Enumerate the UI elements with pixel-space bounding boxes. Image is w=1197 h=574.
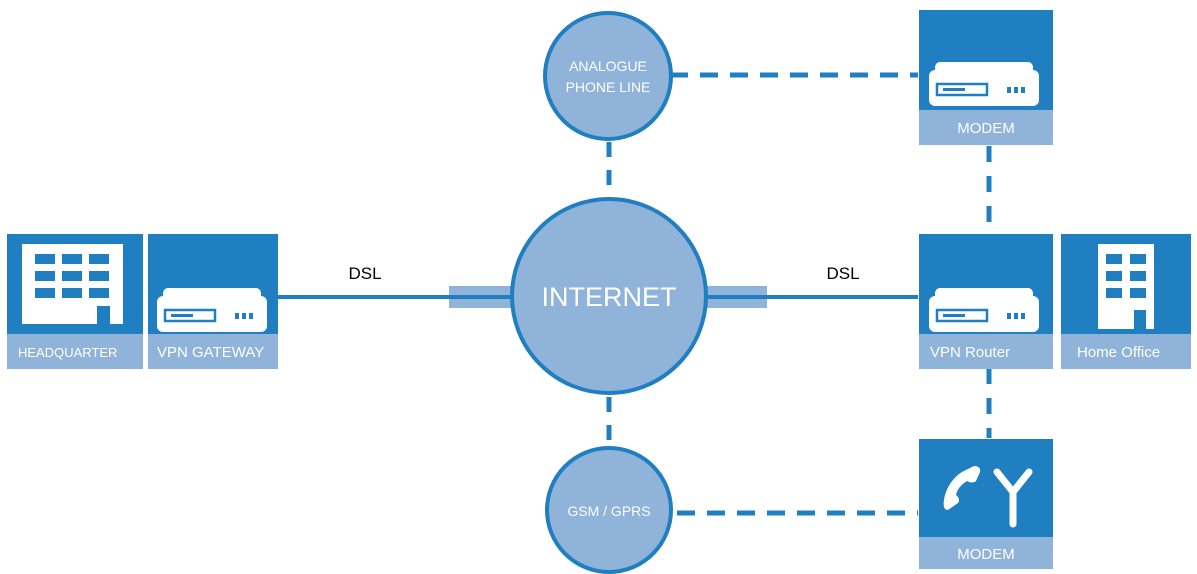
router-icon	[929, 62, 1039, 106]
modem-top-tile: MODEM	[919, 10, 1053, 145]
home-office-tile: Home Office	[1061, 234, 1191, 369]
building-icon	[22, 244, 123, 324]
vpn-gateway-tile: VPN GATEWAY	[148, 234, 278, 369]
router-icon	[157, 288, 267, 332]
dsl-left-label: DSL	[348, 264, 381, 283]
vpn-gateway-label: VPN GATEWAY	[157, 344, 264, 361]
building-icon	[1098, 244, 1154, 329]
modem-bottom-tile: MODEM	[919, 439, 1053, 569]
router-icon	[929, 288, 1039, 332]
phone-antenna-icon	[943, 466, 1033, 528]
internet-label: INTERNET	[542, 282, 677, 312]
gsm-node: GSM / GPRS	[545, 446, 673, 574]
headquarter-tile: HEADQUARTER	[7, 234, 143, 369]
headquarter-label: HEADQUARTER	[18, 345, 117, 360]
analogue-label-1: ANALOGUE	[569, 58, 647, 74]
connections: DSL DSL	[278, 72, 992, 516]
dsl-right-label: DSL	[826, 264, 859, 283]
vpn-router-label: VPN Router	[930, 344, 1010, 361]
internet-node: INTERNET	[510, 197, 708, 395]
modem-bottom-label: MODEM	[957, 546, 1015, 563]
analogue-label-2: PHONE LINE	[566, 79, 651, 95]
home-office-label: Home Office	[1077, 344, 1160, 361]
vpn-router-tile: VPN Router	[919, 234, 1053, 369]
modem-top-label: MODEM	[957, 120, 1015, 137]
gsm-label: GSM / GPRS	[567, 503, 650, 519]
analogue-node: ANALOGUE PHONE LINE	[543, 11, 673, 141]
